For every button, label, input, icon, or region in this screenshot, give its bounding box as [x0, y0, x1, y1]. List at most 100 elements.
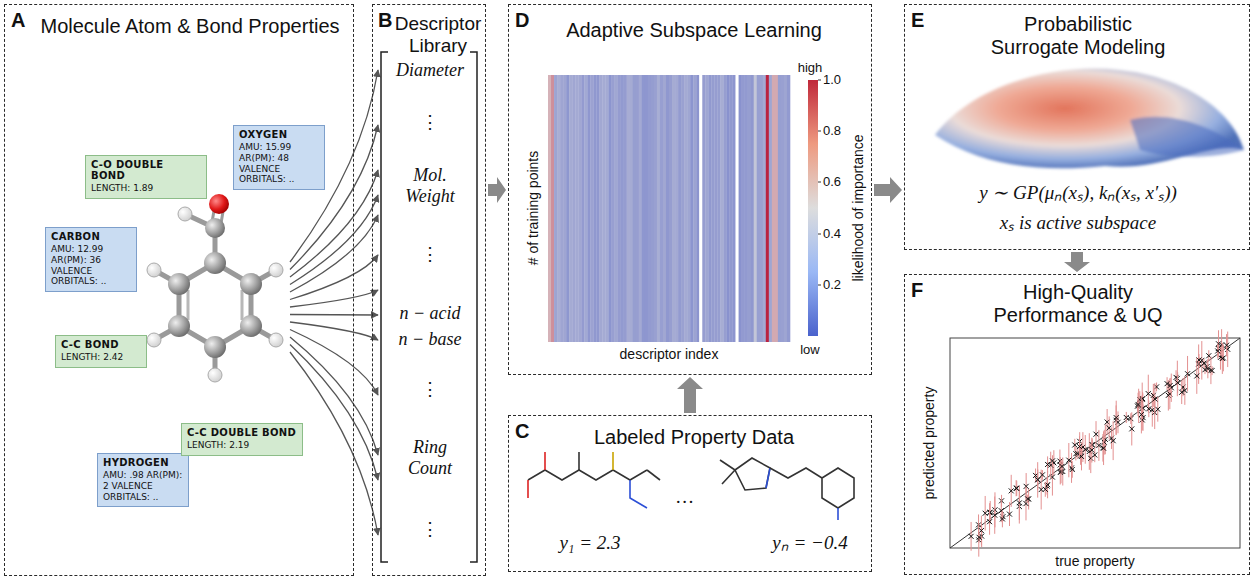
plot-frame: [950, 338, 1240, 548]
card-heading: CARBON: [51, 231, 131, 242]
molecule-sketch-2: [720, 458, 854, 520]
heatmap-stripe: [730, 75, 733, 342]
heatmap-stripe: [575, 75, 578, 342]
molecule-sketch-1: [630, 480, 647, 508]
card-heading: OXYGEN: [239, 129, 319, 140]
molecule-bonds: [179, 263, 251, 347]
molecule-sketch-2: [770, 468, 822, 478]
gp-surface: [935, 69, 1244, 169]
heatmap-stripe: [663, 75, 666, 342]
molecule-atoms: [168, 315, 190, 337]
heatmap-stripe: [714, 75, 717, 342]
descriptor-bracket: [381, 52, 477, 562]
descriptor-name: n − base: [385, 329, 475, 350]
heatmap-stripe: [751, 75, 754, 342]
axis-label: true property: [1030, 553, 1160, 569]
heatmap-stripe: [657, 75, 660, 342]
data-point: [1009, 488, 1014, 493]
data-point: [1101, 446, 1106, 451]
panel-letter: F: [911, 279, 923, 302]
bond-card: C-C BONDLENGTH: 2.42: [55, 335, 147, 368]
heatmap-stripe: [569, 75, 572, 342]
heatmap-stripe: [660, 75, 663, 342]
panel-title: Adaptive Subspace Learning: [539, 19, 849, 42]
molecule-sketch-1: [578, 452, 580, 470]
heatmap-stripe: [787, 75, 790, 342]
data-point: [1185, 371, 1190, 376]
molecule-sketch-1: [544, 452, 546, 470]
heatmap-stripe: [769, 75, 772, 342]
axis-label: likelihood of importance: [850, 118, 866, 298]
heatmap-stripe: [748, 75, 751, 342]
data-point: [1070, 467, 1075, 472]
data-point: [1201, 361, 1206, 366]
molecule-atoms: [147, 333, 161, 347]
heatmap-stripe: [742, 75, 745, 342]
data-point: [992, 513, 997, 518]
data-point: [1124, 415, 1129, 420]
heatmap-stripe: [578, 75, 581, 342]
axis-label: predicted property: [921, 353, 937, 533]
heatmap-stripe: [560, 75, 563, 342]
descriptor-name: n − acid: [385, 303, 475, 324]
heatmap-stripe: [584, 75, 587, 342]
descriptor-name: Ring Count: [395, 437, 465, 479]
panel-f: F High-Quality Performance & UQ: [904, 274, 1250, 575]
heatmap-stripe: [645, 75, 648, 342]
heatmap-stripe: [717, 75, 720, 342]
molecule-bonds: [188, 290, 242, 320]
molecule-atoms: [240, 273, 262, 295]
data-point: [1083, 447, 1088, 452]
molecule-sketch-2: [735, 458, 770, 490]
data-point: [1066, 458, 1071, 463]
data-point: [1107, 425, 1112, 430]
colorbar-label: low: [790, 342, 830, 358]
identity-line: [950, 338, 1240, 548]
panel-title: Probabilistic Surrogate Modeling: [978, 13, 1178, 59]
data-point: [1155, 407, 1160, 412]
data-point: [1220, 356, 1225, 361]
heatmap-stripe: [593, 75, 596, 342]
data-point: [1043, 487, 1048, 492]
data-point: [1088, 456, 1093, 461]
heatmap-stripe: [745, 75, 748, 342]
data-point: [1025, 496, 1030, 501]
heatmap-stripe: [563, 75, 566, 342]
tick-label: 0.4: [823, 226, 853, 242]
molecule-atoms: [168, 273, 190, 295]
molecule-atoms: [178, 207, 192, 221]
heatmap-stripe: [684, 75, 687, 342]
heatmap-stripe: [754, 75, 757, 342]
panel-title: Labeled Property Data: [539, 426, 849, 449]
heatmap-stripe: [693, 75, 696, 342]
card-body: AMU: .98 AR(PM): 2 VALENCE ORBITALS: ..: [103, 470, 183, 502]
heatmap-stripe: [639, 75, 642, 342]
molecule-atoms: [204, 336, 226, 358]
panel-title: High-Quality Performance & UQ: [978, 281, 1178, 327]
data-point: [1077, 444, 1082, 449]
data-point: [1136, 402, 1141, 407]
molecule-atoms: [269, 333, 283, 347]
heatmap-stripe: [757, 75, 760, 342]
tick-label: 0.8: [823, 123, 853, 139]
data-point: [1045, 482, 1050, 487]
descriptor-arrow: [290, 215, 378, 292]
data-point: [1175, 380, 1180, 385]
gp-surface: [1130, 117, 1244, 157]
heatmap-stripe: [781, 75, 784, 342]
gp-surface: [935, 69, 1244, 169]
heatmap-stripe: [581, 75, 584, 342]
heatmap-stripe: [609, 75, 612, 342]
property-value: y₁ = 2.3: [530, 532, 650, 554]
heatmap-stripe: [642, 75, 645, 342]
data-point: [1007, 512, 1012, 517]
data-point: [1111, 438, 1116, 443]
descriptor-arrow: [290, 255, 378, 300]
molecule-sketch-1: [612, 452, 614, 470]
heatmap-stripe: [733, 75, 736, 342]
molecule-sketch-1: [528, 452, 660, 508]
data-point: [1072, 442, 1077, 447]
panel-letter: E: [911, 9, 924, 32]
heatmap-stripe: [720, 75, 723, 342]
flow-arrow: [1064, 252, 1090, 272]
